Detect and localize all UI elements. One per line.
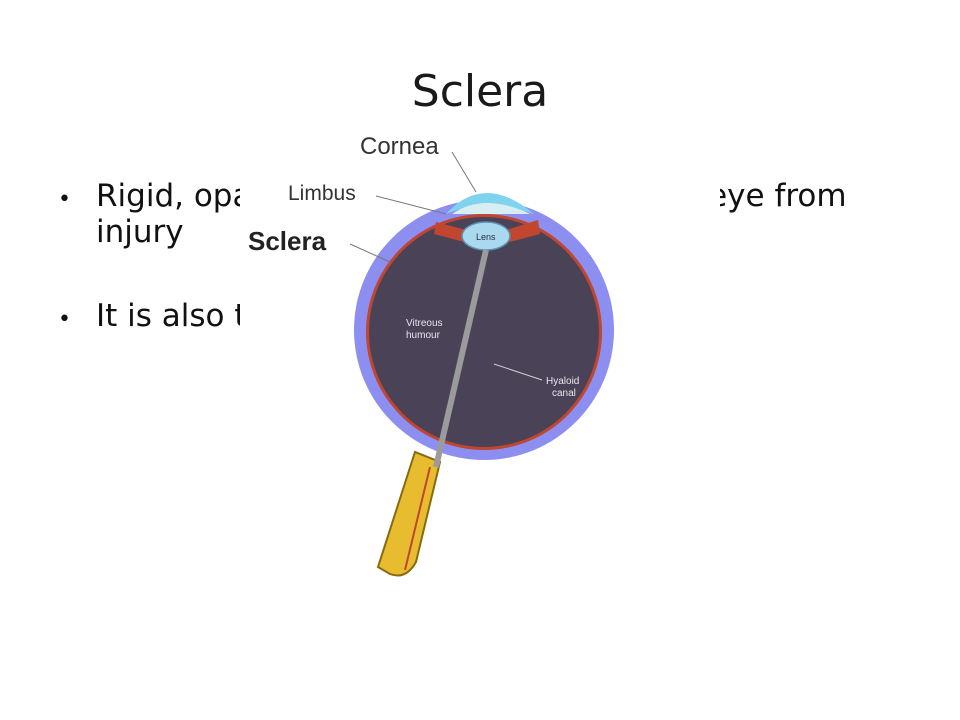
eye-diagram: Cornea Limbus Sclera Lens Vitreous humou…: [240, 122, 720, 582]
vitreous-body: [369, 217, 599, 447]
label-limbus: Limbus: [288, 182, 356, 205]
hyaloid-canal: [433, 249, 489, 468]
label-hyaloid-line2: canal: [552, 388, 576, 399]
limbus-leader: [375, 195, 447, 215]
bullet-dot-icon: •: [58, 307, 71, 332]
label-vitreous-line2: humour: [406, 330, 441, 341]
sclera-leader: [349, 243, 391, 263]
hyaloid-leader: [493, 363, 543, 381]
label-sclera: Sclera: [248, 226, 327, 256]
iris-right: [506, 220, 540, 242]
anterior-chamber: [452, 203, 530, 214]
label-lens: Lens: [476, 232, 496, 242]
slide-title: Sclera: [411, 66, 549, 117]
optic-nerve: [376, 450, 442, 577]
bullet-dot-icon: •: [58, 187, 71, 212]
label-vitreous-line1: Vitreous: [406, 318, 443, 329]
label-cornea: Cornea: [360, 133, 439, 160]
optic-nerve-vessel: [404, 466, 431, 571]
label-hyaloid-line1: Hyaloid: [546, 376, 579, 387]
iris-left: [434, 222, 466, 242]
cornea-leader: [451, 151, 477, 193]
eye-anatomy-figure: Cornea Limbus Sclera Lens Vitreous humou…: [240, 122, 720, 582]
